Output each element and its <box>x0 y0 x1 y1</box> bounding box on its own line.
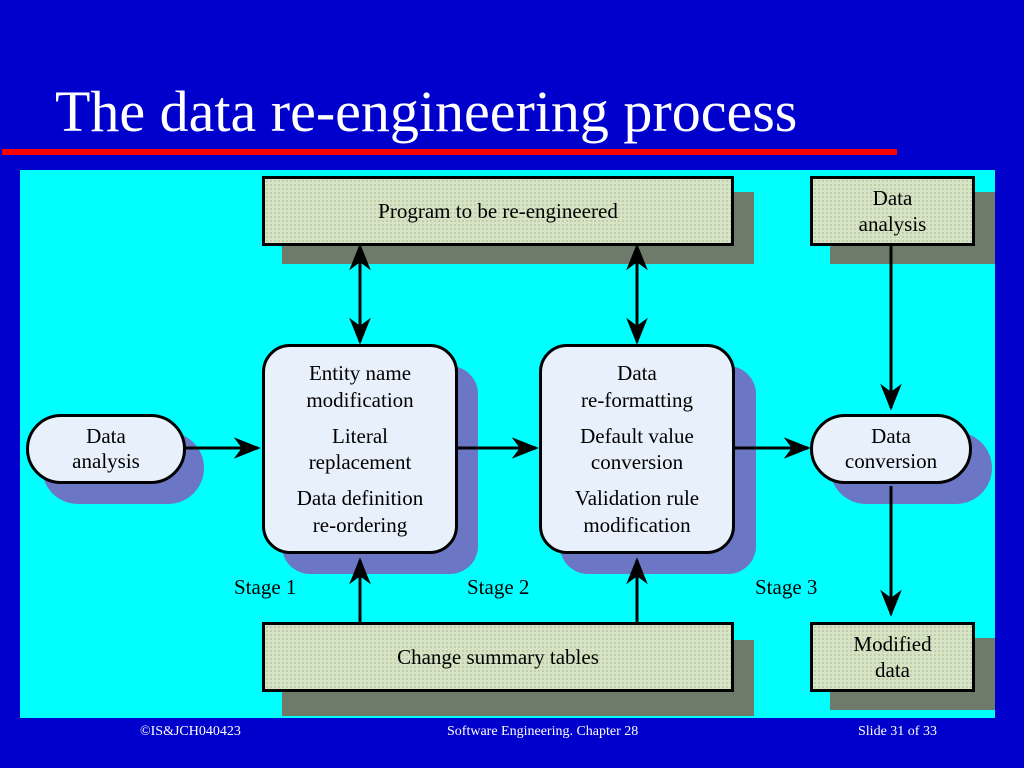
stage1-line2: modification <box>306 387 414 412</box>
stage2-line3: Default value <box>580 423 694 448</box>
stage-3-label: Stage 3 <box>755 575 818 599</box>
stage2-box: Data re-formatting Default value convers… <box>539 344 735 554</box>
data-analysis-left-line2: analysis <box>72 449 140 473</box>
stage1-line1: Entity name <box>308 361 412 386</box>
data-analysis-top-line1: Data <box>872 185 913 210</box>
data-conversion-line1: Data <box>871 423 911 448</box>
stage2-line4: conversion <box>590 450 684 474</box>
slide-title: The data re-engineering process <box>55 79 798 144</box>
connector-layer <box>185 243 902 622</box>
stage2-line1: Data <box>617 361 657 386</box>
modified-data-line1: Modified <box>853 631 932 656</box>
data-analysis-left-pill: Data analysis <box>26 414 186 484</box>
stage2-line5: Validation rule <box>574 486 700 511</box>
stage2-line2: re-formatting <box>581 387 693 412</box>
footer-course: Software Engineering. Chapter 28 <box>447 724 639 739</box>
data-conversion-line2: conversion <box>844 449 938 473</box>
stage1-line5: Data definition <box>296 486 424 511</box>
data-conversion-pill: Data conversion <box>810 414 972 484</box>
program-box: Program to be re-engineered <box>262 176 734 246</box>
title-underline <box>2 149 897 155</box>
change-summary-label: Change summary tables <box>397 644 599 669</box>
data-analysis-top-box: Data analysis <box>810 176 975 246</box>
program-box-label: Program to be re-engineered <box>378 198 618 223</box>
footer-slide-number: Slide 31 of 33 <box>858 724 937 739</box>
diagram-canvas: Program to be re-engineered Data analysi… <box>20 170 995 718</box>
data-analysis-top-line2: analysis <box>858 212 927 236</box>
stage1-box: Entity name modification Literal replace… <box>262 344 458 554</box>
stage1-line3: Literal <box>332 423 388 448</box>
stage-1-label: Stage 1 <box>234 575 297 599</box>
data-analysis-left-line1: Data <box>86 423 126 448</box>
stage-2-label: Stage 2 <box>467 575 530 599</box>
modified-data-line2: data <box>875 658 910 682</box>
footer-copyright: ©IS&JCH040423 <box>140 724 241 739</box>
stage2-line6: modification <box>583 512 691 537</box>
modified-data-box: Modified data <box>810 622 975 692</box>
change-summary-box: Change summary tables <box>262 622 734 692</box>
stage1-line4: replacement <box>308 450 412 474</box>
stage1-line6: re-ordering <box>312 512 408 537</box>
